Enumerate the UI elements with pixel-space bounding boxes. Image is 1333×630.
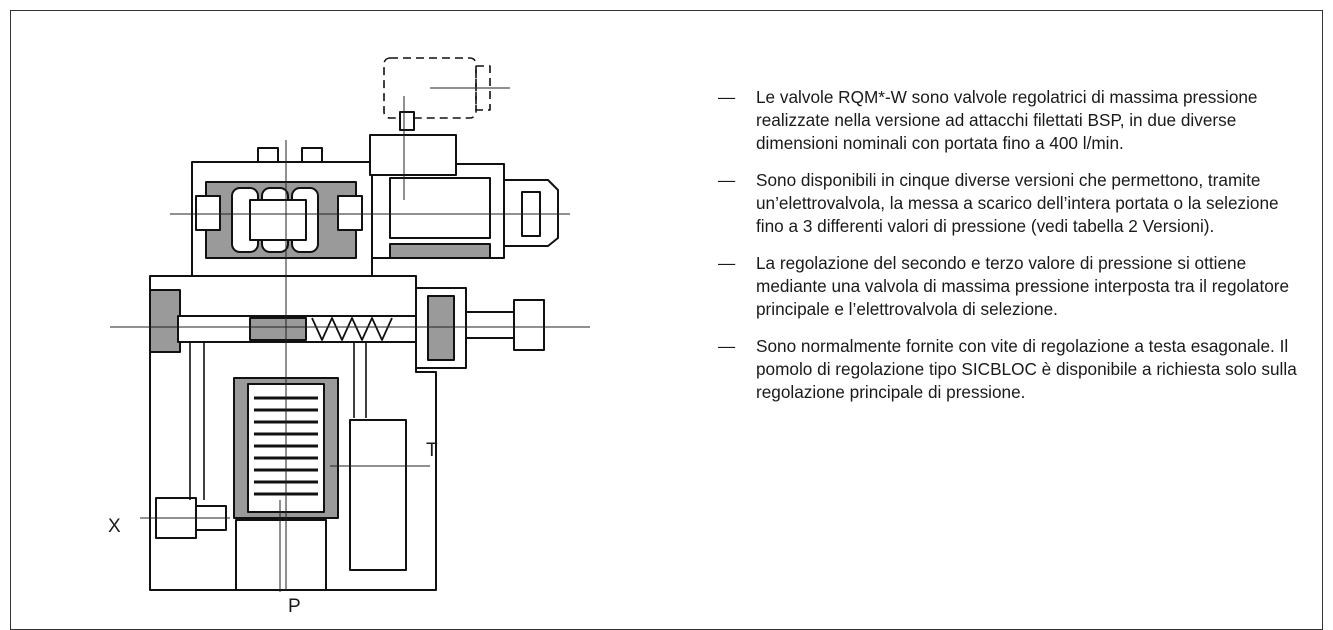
bullet-dash: —: [718, 336, 736, 356]
description-list: — Le valvole RQM*-W sono valvole regolat…: [718, 86, 1300, 418]
bullet-text: Sono normalmente fornite con vite di reg…: [756, 336, 1297, 402]
valve-cross-section-drawing: X P T: [40, 40, 660, 614]
bullet-item: — La regolazione del secondo e terzo val…: [718, 252, 1300, 321]
port-label-t: T: [426, 440, 438, 461]
bullet-item: — Sono disponibili in cinque diverse ver…: [718, 169, 1300, 238]
bullet-dash: —: [718, 170, 736, 190]
port-label-p: P: [288, 596, 301, 614]
bullet-item: — Sono normalmente fornite con vite di r…: [718, 335, 1300, 404]
bullet-text: Le valvole RQM*-W sono valvole regolatri…: [756, 87, 1258, 153]
bullet-text: Sono disponibili in cinque diverse versi…: [756, 170, 1279, 236]
bullet-dash: —: [718, 253, 736, 273]
port-label-x: X: [108, 516, 121, 537]
bullet-item: — Le valvole RQM*-W sono valvole regolat…: [718, 86, 1300, 155]
bullet-text: La regolazione del secondo e terzo valor…: [756, 253, 1290, 319]
bullet-dash: —: [718, 87, 736, 107]
